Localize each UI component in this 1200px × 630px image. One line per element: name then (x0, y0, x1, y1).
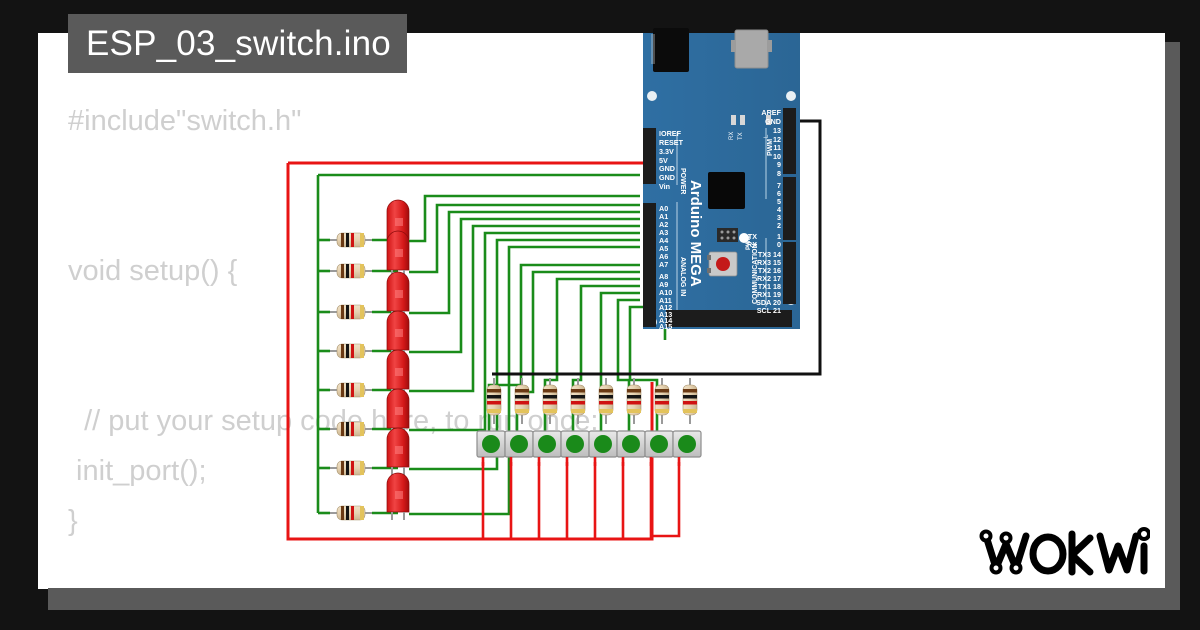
bottom-accent-bar (48, 588, 1180, 610)
code-preview-text: #include"switch.h" void setup() { // put… (68, 105, 599, 537)
project-filename: ESP_03_switch.ino (86, 23, 391, 63)
wokwi-logo (978, 522, 1151, 589)
project-title-chip: ESP_03_switch.ino (68, 14, 407, 73)
